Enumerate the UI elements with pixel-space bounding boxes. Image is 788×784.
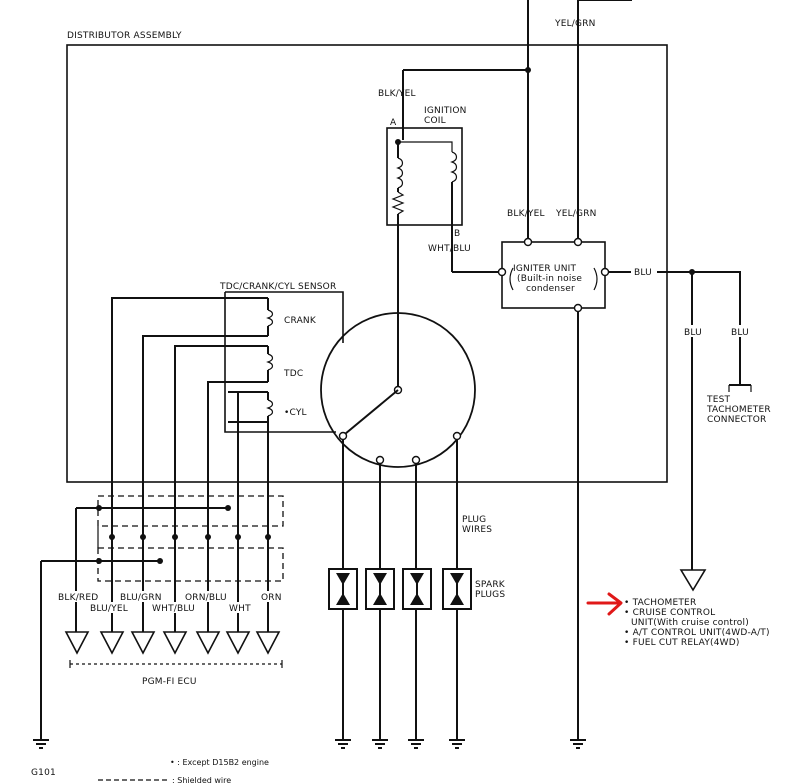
spark-plugs <box>328 568 472 610</box>
dest-item-2: • CRUISE CONTROL <box>624 608 715 618</box>
igniter-label-3: condenser <box>526 284 575 294</box>
ecu-terminals <box>64 631 281 655</box>
plug-wires <box>342 440 458 740</box>
cyl-label: •CYL <box>284 408 307 418</box>
dest-item-1: • TACHOMETER <box>624 598 696 608</box>
ignition-coil <box>386 127 502 390</box>
igniter-unit <box>497 237 741 740</box>
test-connector-label-3: CONNECTOR <box>707 415 766 425</box>
spark-plugs-label-1: SPARK <box>475 580 506 590</box>
ecu-label-blu-yel: BLU/YEL <box>90 604 128 614</box>
distributor-assembly-box <box>66 44 668 483</box>
legend-except: • : Except D15B2 engine <box>170 758 269 767</box>
ecu-label: PGM-FI ECU <box>142 677 197 687</box>
destination-list: • TACHOMETER • CRUISE CONTROL UNIT(With … <box>624 598 770 648</box>
ignition-coil-label-2: COIL <box>424 116 446 126</box>
ignition-coil-label-1: IGNITION <box>424 106 467 116</box>
ecu-label-wht-blu: WHT/BLU <box>152 604 195 614</box>
terminal-b-label: B <box>454 229 460 239</box>
dest-item-4: • A/T CONTROL UNIT(4WD-A/T) <box>624 628 770 638</box>
red-arrow <box>586 592 623 616</box>
yel-grn-top-label: YEL/GRN <box>554 19 596 29</box>
legend-shielded: : Shielded wire <box>172 776 231 784</box>
terminal-a-label: A <box>390 118 397 128</box>
dest-item-5: • FUEL CUT RELAY(4WD) <box>624 638 740 648</box>
distributor-rotor <box>320 312 476 468</box>
ground-label: G101 <box>31 768 56 778</box>
tachometer-output-triangle <box>679 569 707 592</box>
ecu-label-blu-grn: BLU/GRN <box>120 593 162 603</box>
igniter-label-2: (Built-in noise <box>517 274 582 284</box>
test-connector-label-2: TACHOMETER <box>706 405 771 415</box>
plug-wires-label-1: PLUG <box>462 515 486 525</box>
plug-wires-label-2: WIRES <box>462 525 492 535</box>
spark-plugs-label-2: PLUGS <box>475 590 505 600</box>
ground-symbols <box>33 739 586 749</box>
test-connector-label-1: TEST <box>706 395 730 405</box>
blu-left-label: BLU <box>684 328 702 338</box>
test-tachometer-connector <box>728 384 752 392</box>
distributor-assembly-label: DISTRIBUTOR ASSEMBLY <box>67 31 182 41</box>
ecu-label-orn: ORN <box>261 593 282 603</box>
blk-yel-igniter-label: BLK/YEL <box>507 209 545 219</box>
tdc-label: TDC <box>283 369 303 379</box>
wht-blu-label: WHT/BLU <box>428 244 471 254</box>
shielded-wires <box>40 495 284 740</box>
igniter-label-1: IGNITER UNIT <box>513 264 576 274</box>
yel-grn-igniter-label: YEL/GRN <box>555 209 597 219</box>
sensor-title-label: TDC/CRANK/CYL SENSOR <box>219 282 336 292</box>
blk-yel-top-label: BLK/YEL <box>378 89 416 99</box>
ecu-label-orn-blu: ORN/BLU <box>185 593 227 603</box>
crank-label: CRANK <box>284 316 317 326</box>
blu-right-label: BLU <box>731 328 749 338</box>
ecu-label-wht: WHT <box>229 604 251 614</box>
ecu-label-blk-red: BLK/RED <box>58 593 98 603</box>
blu-main-label: BLU <box>634 268 652 278</box>
sensor-to-ecu-wires <box>111 297 269 632</box>
dest-item-3: UNIT(With cruise control) <box>631 618 749 628</box>
